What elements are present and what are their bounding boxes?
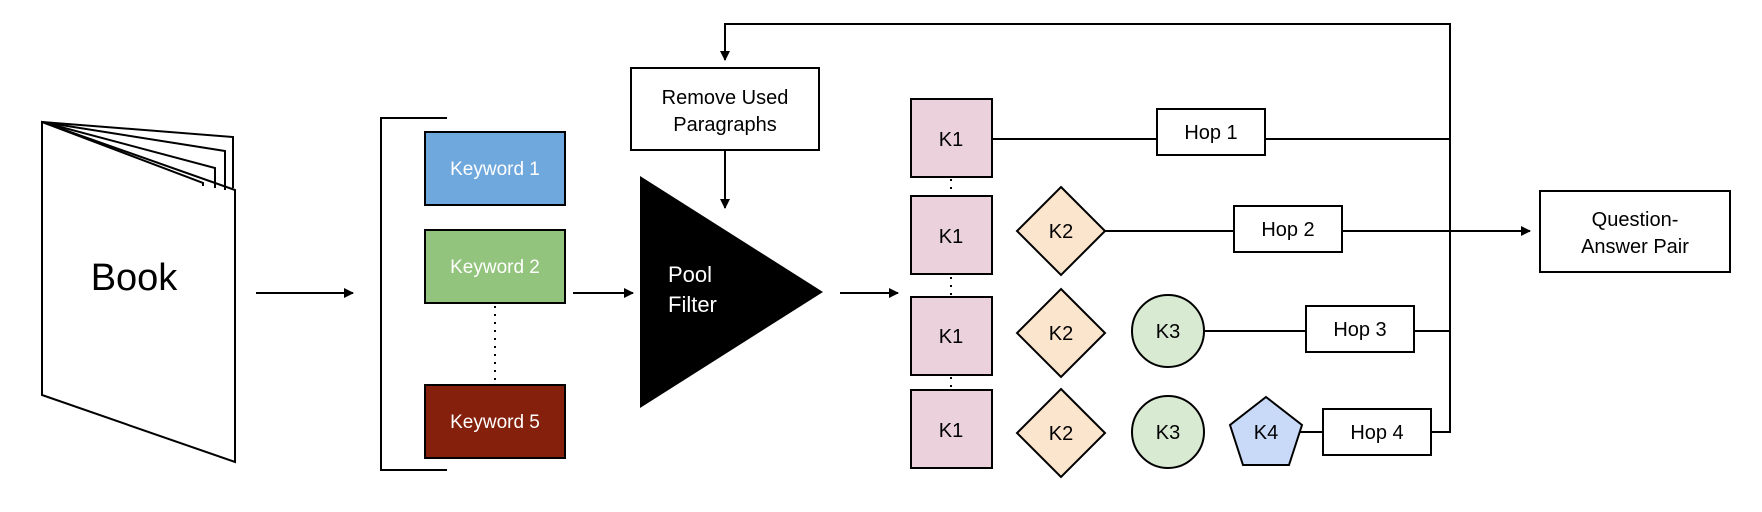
qa-pair-line1: Question- bbox=[1592, 209, 1679, 231]
k1-label-row2: K1 bbox=[939, 226, 963, 248]
k3-label-row4: K3 bbox=[1156, 422, 1180, 444]
hop-3-box bbox=[1305, 305, 1415, 353]
k2-node-row3 bbox=[1015, 287, 1107, 379]
pool-filter-line1: Pool bbox=[668, 262, 712, 287]
k2-label-row2: K2 bbox=[1049, 221, 1073, 243]
keyword-5-box bbox=[424, 384, 566, 459]
remove-used-line2: Paragraphs bbox=[673, 114, 776, 136]
keyword-1-box bbox=[424, 131, 566, 206]
pool-filter-triangle bbox=[640, 176, 823, 408]
book-label: Book bbox=[91, 257, 179, 299]
k3-node-row4 bbox=[1131, 395, 1205, 469]
k3-label-row3: K3 bbox=[1156, 321, 1180, 343]
feedback-loop-line bbox=[720, 23, 1451, 139]
keyword-1-label: Keyword 1 bbox=[450, 159, 540, 180]
keyword-bracket bbox=[380, 117, 447, 471]
hop-4-label: Hop 4 bbox=[1350, 422, 1403, 444]
keyword-2-label: Keyword 2 bbox=[450, 257, 540, 278]
k1-label-row4: K1 bbox=[939, 420, 963, 442]
k4-node-row4 bbox=[1228, 395, 1304, 466]
remove-used-box bbox=[630, 67, 820, 151]
hop4-connector-right bbox=[1431, 139, 1451, 433]
k2-label-row3: K2 bbox=[1049, 323, 1073, 345]
keyword-2-box bbox=[424, 229, 566, 304]
qa-pair-line2: Answer Pair bbox=[1581, 236, 1689, 258]
hop-1-label: Hop 1 bbox=[1184, 122, 1237, 144]
hop-4-box bbox=[1322, 408, 1432, 456]
k1-label-row3: K1 bbox=[939, 326, 963, 348]
keyword-5-label: Keyword 5 bbox=[450, 412, 540, 433]
k1-node-row2 bbox=[910, 195, 993, 275]
k4-label-row4: K4 bbox=[1254, 422, 1278, 444]
pool-filter-line2: Filter bbox=[668, 292, 717, 317]
hop-3-label: Hop 3 bbox=[1333, 319, 1386, 341]
remove-used-line1: Remove Used bbox=[662, 87, 789, 109]
k2-node-row4 bbox=[1015, 387, 1107, 479]
hop-2-label: Hop 2 bbox=[1261, 219, 1314, 241]
k2-node-row2 bbox=[1015, 185, 1107, 277]
hop-2-box bbox=[1233, 205, 1343, 253]
k1-label-row1: K1 bbox=[939, 129, 963, 151]
book-icon: Book bbox=[41, 120, 236, 464]
k1-node-row4 bbox=[910, 389, 993, 469]
k1-node-row3 bbox=[910, 296, 993, 376]
qa-pair-box bbox=[1539, 190, 1731, 273]
k2-label-row4: K2 bbox=[1049, 423, 1073, 445]
hop-1-box bbox=[1156, 108, 1266, 156]
